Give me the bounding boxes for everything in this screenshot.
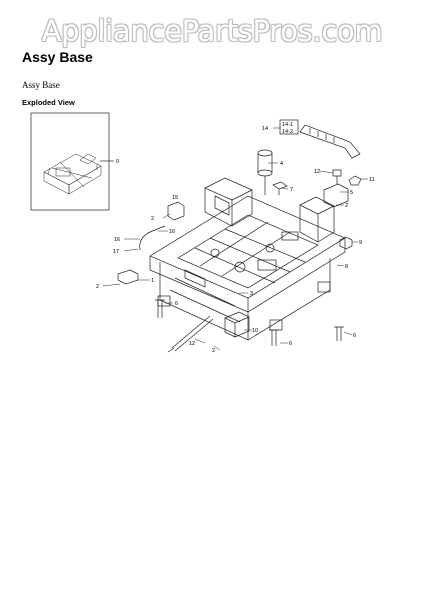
part-15-bracket (167, 201, 185, 221)
callout-2-left: 2 (151, 216, 154, 222)
part-5-bracket (323, 183, 349, 208)
callout-6-left: 6 (175, 301, 178, 307)
part-16-tube (139, 225, 166, 251)
callout-2-bottom: 2 (212, 348, 215, 354)
callout-1: 1 (151, 278, 154, 284)
watermark-logo: AppliancePartsPros.com (41, 14, 383, 48)
callout-0: 0 (116, 159, 119, 165)
callout-12-bottom: 12 (189, 341, 195, 347)
base-frame (149, 177, 346, 341)
part-12-top (332, 169, 342, 184)
part-14-hose (279, 119, 361, 159)
callout-14-1: 14-1 (282, 122, 293, 128)
page-title: Assy Base (22, 49, 93, 65)
callout-6-middle: 6 (289, 341, 292, 347)
callout-5: 5 (350, 190, 353, 196)
callout-6-right: 6 (353, 333, 356, 339)
inset-frame (30, 112, 110, 211)
callout-2-mid: 2 (96, 284, 99, 290)
callout-9: 9 (359, 240, 362, 246)
callout-16-left: 16 (114, 237, 120, 243)
part-12-rod (167, 315, 214, 353)
callout-8: 8 (345, 264, 348, 270)
part-1-block (117, 269, 139, 285)
callout-10: 10 (252, 328, 258, 334)
callout-15: 15 (172, 195, 178, 201)
part-7-clip (272, 181, 288, 195)
callout-14-2: 14-2 (282, 129, 293, 135)
callout-4: 4 (280, 161, 283, 167)
callout-labels: 0 14 14-1 14-2 4 12 11 7 5 15 2 16 16 17… (96, 122, 375, 354)
part-6-screws (155, 299, 344, 346)
callout-17: 17 (113, 249, 119, 255)
part-4-cylinder (257, 149, 273, 195)
subtitle: Assy Base (22, 80, 60, 90)
callout-12-top: 12 (314, 169, 320, 175)
part-11-elbow (348, 175, 362, 186)
callout-3: 3 (250, 291, 253, 297)
part-9-nut (339, 236, 353, 250)
part-10-box (224, 311, 250, 338)
inset-thumbnail (43, 153, 102, 195)
section-heading: Exploded View (22, 98, 75, 107)
callout-11: 11 (369, 177, 375, 183)
callout-7: 7 (290, 187, 293, 193)
callout-14: 14 (262, 126, 268, 132)
callout-2-right: 2 (345, 203, 348, 209)
callout-16-right: 16 (169, 229, 175, 235)
